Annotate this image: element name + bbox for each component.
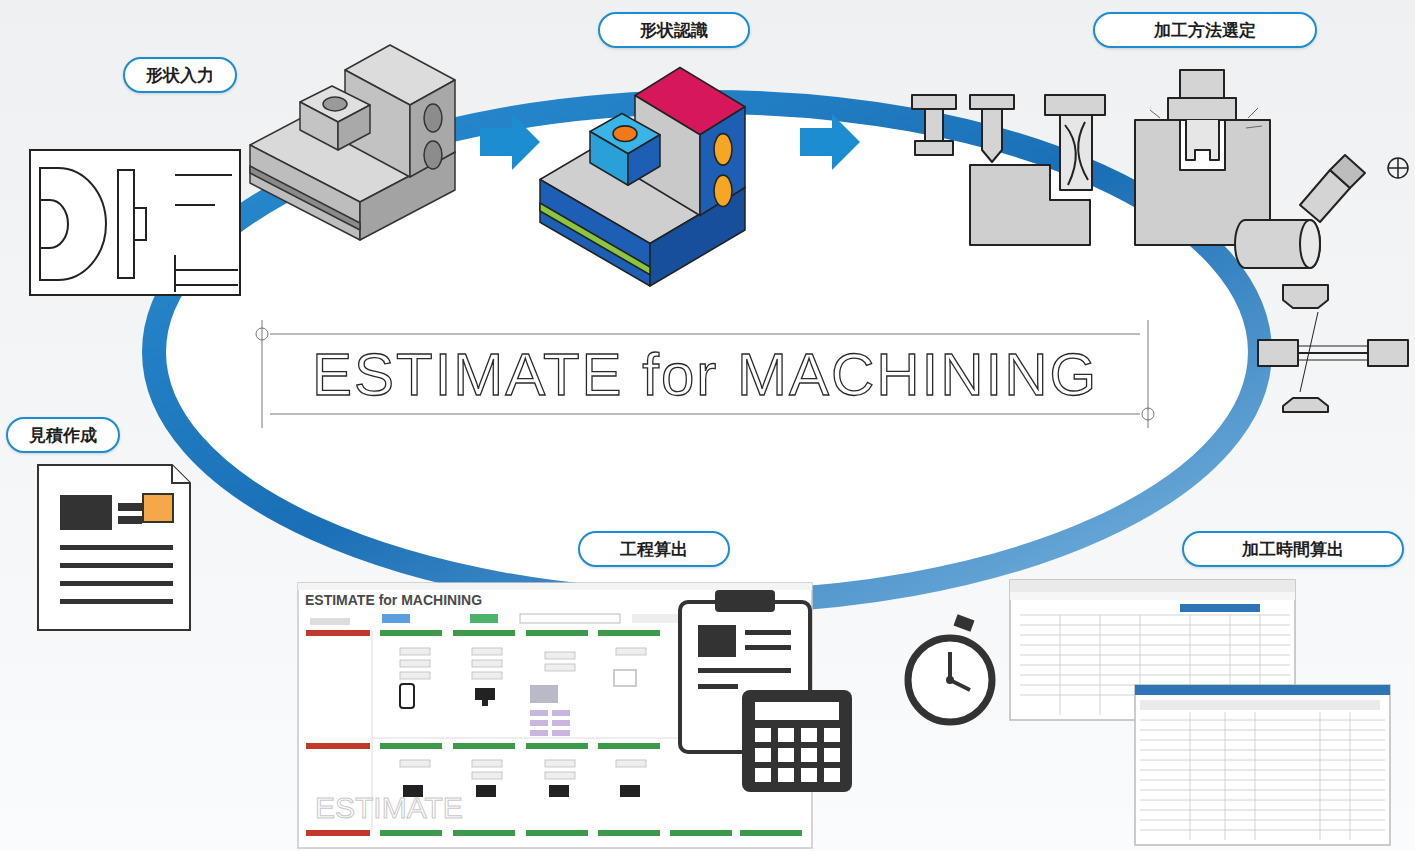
stage-pill: 形状認識 (598, 12, 750, 48)
estimate-document (38, 465, 190, 630)
stopwatch (908, 614, 992, 722)
software-screenshot: ESTIMATE (298, 583, 812, 848)
stage-pill: 加工方法選定 (1093, 12, 1317, 48)
stage-label: 加工方法選定 (1154, 19, 1256, 42)
stage-pill: 見積作成 (6, 417, 120, 453)
stage-label: 形状認識 (640, 19, 708, 42)
lathe-tools (1235, 155, 1408, 412)
flow-arrow (480, 114, 540, 170)
stage-pill: 工程算出 (578, 531, 730, 567)
stage-pill: 加工時間算出 (1182, 531, 1404, 567)
input-block (250, 45, 455, 240)
machining-tools (912, 70, 1270, 245)
title-guides (256, 320, 1154, 428)
stage-pill: 形状入力 (123, 57, 237, 93)
recognised-block (540, 68, 745, 286)
svg-text:ESTIMATE: ESTIMATE (315, 791, 463, 824)
spreadsheets (1010, 580, 1390, 845)
screenshot-header: ESTIMATE for MACHINING (305, 592, 482, 608)
drawing-sheet (30, 150, 240, 295)
product-title: ESTIMATE for MACHINING (312, 340, 1098, 409)
stage-label: 工程算出 (620, 538, 688, 561)
clipboard-calculator (680, 590, 852, 792)
stage-label: 加工時間算出 (1242, 538, 1344, 561)
flow-arrow (800, 114, 860, 170)
stage-label: 形状入力 (146, 64, 214, 87)
stage-label: 見積作成 (29, 424, 97, 447)
